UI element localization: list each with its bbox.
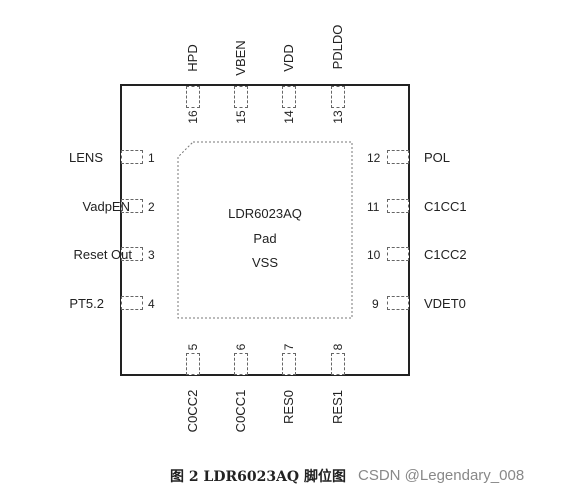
pin-16-name: HPD xyxy=(185,44,200,72)
figure-caption: 图 2 LDR6023AQ 脚位图 xyxy=(170,469,347,485)
pin-13-number: 13 xyxy=(331,110,345,124)
pin-10-name: C1CC2 xyxy=(424,247,467,262)
pin-11-number: 11 xyxy=(367,200,380,214)
pin-5-pad xyxy=(186,353,200,375)
pin-5-number: 5 xyxy=(186,343,200,351)
pin-5-name: C0CC2 xyxy=(185,389,200,433)
pin-8-number: 8 xyxy=(331,343,345,351)
pin-11-pad xyxy=(387,199,409,213)
pin-15-pad xyxy=(234,86,248,108)
pin-4-pad xyxy=(121,296,143,310)
pin-1-number: 1 xyxy=(148,151,155,165)
pin-12-number: 12 xyxy=(367,151,381,165)
pin-12-name: POL xyxy=(424,150,451,165)
pin-7-pad xyxy=(282,353,296,375)
pin-9-number: 9 xyxy=(372,297,379,311)
pin-7-number: 7 xyxy=(282,343,296,351)
pin-6-number: 6 xyxy=(234,343,248,351)
pin-4-number: 4 xyxy=(148,297,155,311)
pin-4-name: PT5.2 xyxy=(69,296,104,311)
watermark: CSDN @Legendary_008 xyxy=(358,467,525,484)
pin-2-name: VadpEN xyxy=(82,199,130,214)
pin-10-pad xyxy=(387,247,409,261)
pin-9-pad xyxy=(387,296,409,310)
pin-15-name: VBEN xyxy=(233,40,248,76)
pin-11-name: C1CC1 xyxy=(424,199,467,214)
exposed-pad xyxy=(177,141,353,319)
pin-10-number: 10 xyxy=(367,248,381,262)
pin-15-number: 15 xyxy=(234,110,248,124)
pin-1-pad xyxy=(121,150,143,164)
pin-9-name: VDET0 xyxy=(424,296,466,311)
pin-1-name: LENS xyxy=(69,150,103,165)
pin-12-pad xyxy=(387,150,409,164)
pin-7-name: RES0 xyxy=(281,390,296,424)
pin-6-pad xyxy=(234,353,248,375)
pin-2-number: 2 xyxy=(148,200,155,214)
chip-part-number: LDR6023AQ xyxy=(228,206,302,221)
pin-6-name: C0CC1 xyxy=(233,389,248,433)
pin-14-pad xyxy=(282,86,296,108)
pin-13-name: PDLDO xyxy=(330,24,345,70)
pin-3-pad xyxy=(121,247,143,261)
pin-14-number: 14 xyxy=(282,110,296,124)
pin-14-name: VDD xyxy=(281,44,296,72)
pin-13-pad xyxy=(331,86,345,108)
pin-3-name: Reset Out xyxy=(73,247,132,262)
pin-16-number: 16 xyxy=(186,110,200,124)
pad-net-label: VSS xyxy=(251,255,278,270)
pin-3-number: 3 xyxy=(148,248,155,262)
pin-2-pad xyxy=(121,199,143,213)
pin-16-pad xyxy=(186,86,200,108)
pad-label: Pad xyxy=(253,231,277,246)
pin-8-name: RES1 xyxy=(330,390,345,424)
package-outline xyxy=(120,84,410,376)
pin-8-pad xyxy=(331,353,345,375)
